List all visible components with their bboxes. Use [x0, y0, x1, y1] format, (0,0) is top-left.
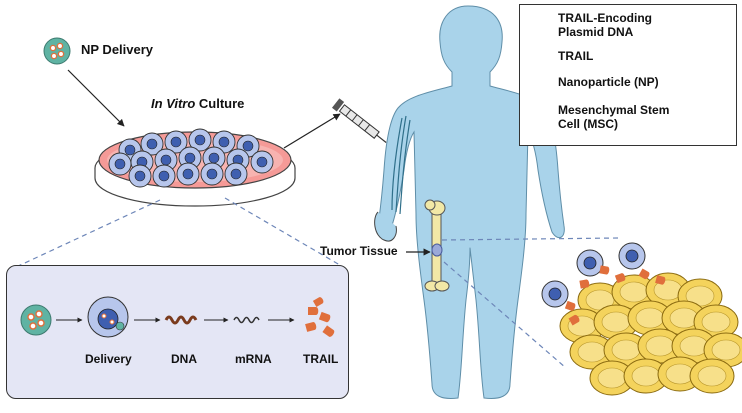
dish-cell-cluster — [108, 128, 274, 188]
step-dna-label: DNA — [171, 352, 197, 366]
syringe-icon — [332, 98, 387, 143]
trail-protein — [638, 268, 650, 280]
tumor-tissue-label: Tumor Tissue — [320, 244, 398, 258]
trail-protein — [579, 279, 590, 289]
dish-msc-cell — [140, 132, 164, 156]
dish-msc-cell — [200, 162, 224, 186]
tumor-trail-proteins — [564, 265, 666, 326]
legend: TRAIL-Encoding Plasmid DNA TRAIL Nanopar… — [519, 4, 737, 146]
tumor-cluster — [559, 272, 742, 396]
tumor-cell — [569, 334, 615, 370]
tumor-cell — [593, 304, 639, 340]
tumor-cell — [637, 328, 683, 364]
inset-msc-delivery-icon — [87, 296, 128, 337]
tumor-msc-cells — [541, 242, 646, 308]
inset-nanoparticle-icon — [20, 304, 51, 335]
human-body-silhouette — [374, 5, 565, 399]
legend-nanoparticle-label: Nanoparticle (NP) — [558, 75, 659, 89]
femur-bone — [424, 199, 450, 292]
np-delivery-label: NP Delivery — [81, 42, 154, 57]
trail-protein — [564, 300, 576, 311]
inset-dna-icon — [164, 315, 197, 324]
trail-protein — [655, 275, 666, 285]
in-vitro-italic: In Vitro — [151, 96, 196, 111]
zoom-line-left — [13, 199, 161, 269]
process-inset-panel: Delivery DNA mRNA TRAIL — [6, 265, 349, 399]
inset-trail-icon — [304, 296, 334, 337]
process-inset-svg — [20, 296, 334, 337]
dish-msc-cell — [152, 164, 176, 188]
step-mrna-label: mRNA — [235, 352, 272, 366]
tumor-cell — [703, 332, 742, 368]
trail-protein — [614, 273, 626, 284]
in-vitro-culture-label: In Vitro Culture — [151, 96, 244, 111]
dish-msc-cell — [224, 162, 248, 186]
legend-msc-label: Mesenchymal Stem Cell (MSC) — [558, 103, 670, 131]
np-delivery-nanoparticle-icon — [43, 37, 71, 65]
trail-protein — [599, 265, 610, 275]
inset-mrna-icon — [232, 316, 260, 323]
dish-msc-cell — [176, 162, 200, 186]
dish-msc-cell — [128, 164, 152, 188]
tumor-cell — [623, 358, 669, 394]
tumor-cell — [657, 356, 703, 392]
tumor-cell — [693, 304, 739, 340]
trail-protein — [568, 314, 580, 326]
dish-msc-cell — [250, 150, 274, 174]
culture-text: Culture — [195, 96, 245, 111]
step-trail-label: TRAIL — [303, 352, 339, 366]
legend-plasmid-label: TRAIL-Encoding Plasmid DNA — [558, 11, 652, 39]
tumor-site-marker — [431, 243, 443, 257]
dish-msc-cell — [108, 152, 132, 176]
dish-msc-cell — [164, 130, 188, 154]
np-to-dish-arrow — [67, 69, 125, 127]
tumor-cell — [689, 358, 735, 394]
tumor-cell — [627, 300, 673, 336]
zoom-line-tumor-top — [441, 237, 619, 241]
legend-trail-label: TRAIL — [558, 49, 594, 63]
dish-to-syringe-arrow — [283, 113, 341, 149]
tumor-cell — [589, 360, 635, 396]
step-delivery-label: Delivery — [85, 352, 132, 366]
dish-msc-cell — [188, 128, 212, 152]
